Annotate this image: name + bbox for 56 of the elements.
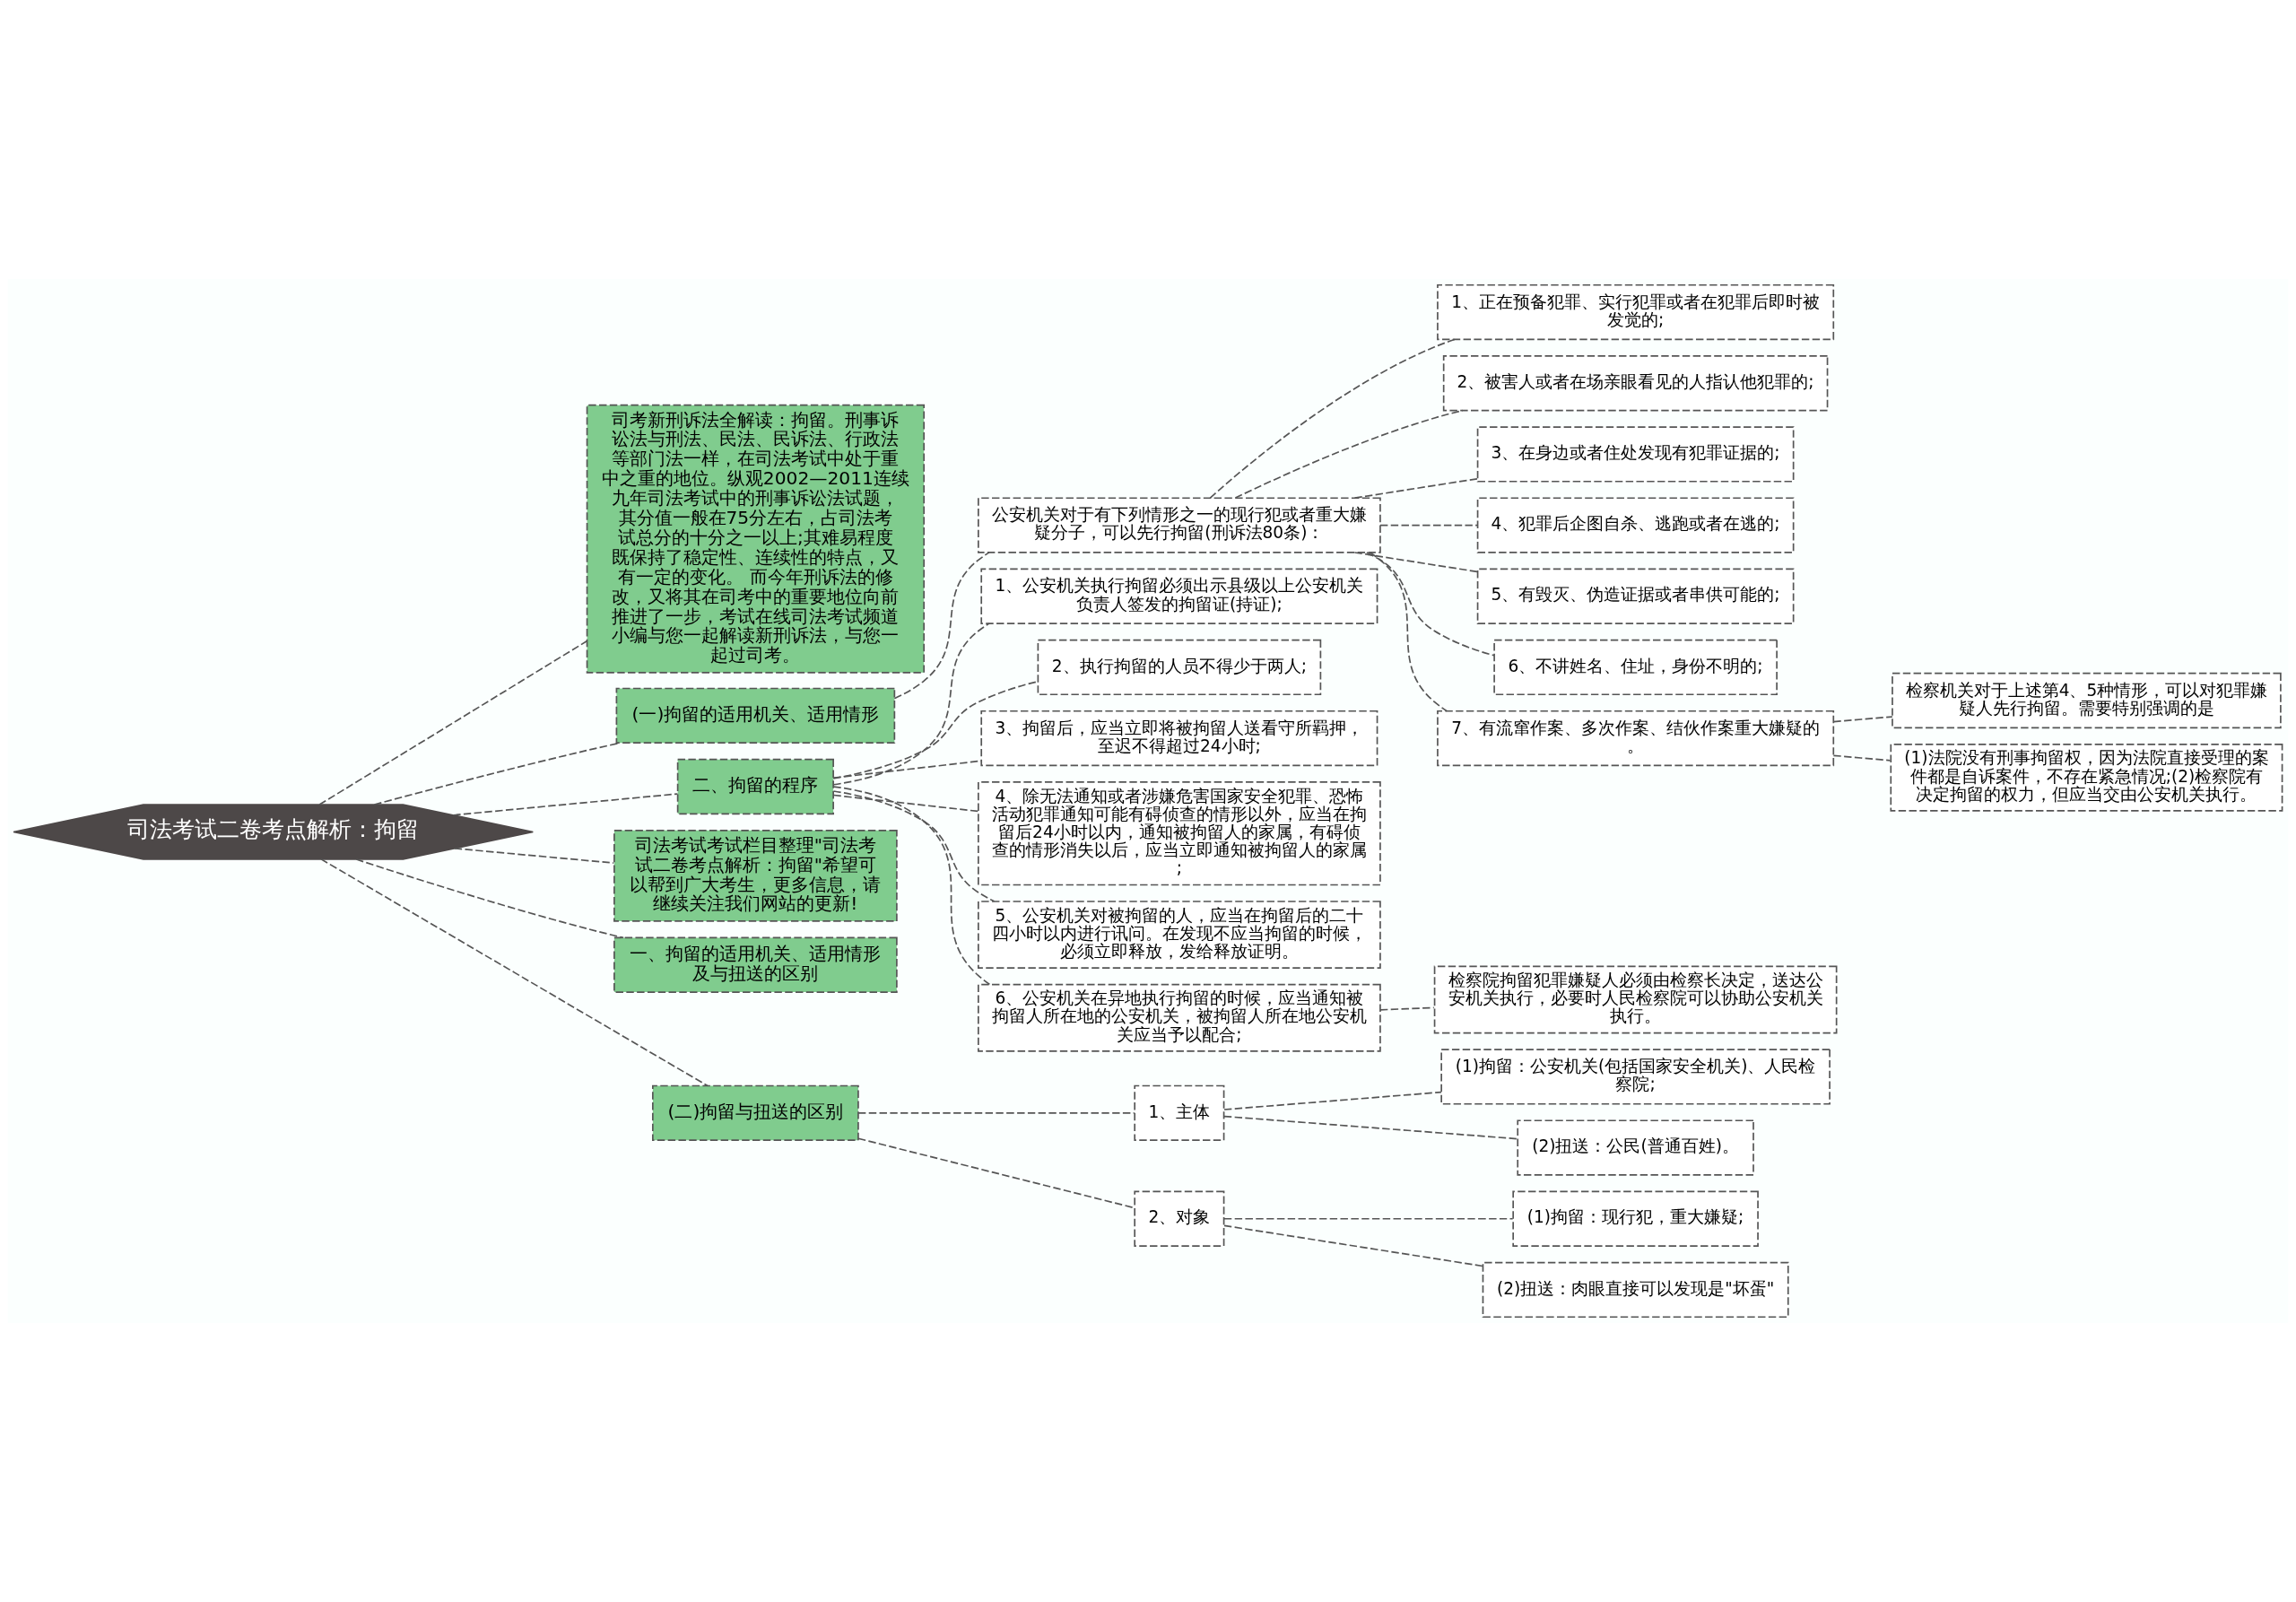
connector — [320, 858, 709, 1087]
connector — [1234, 409, 1464, 499]
node-box: (二)拘留与扭送的区别 — [652, 1084, 859, 1141]
node-box: 公安机关对于有下列情形之一的现行犯或者重大嫌疑分子，可以先行拘留(刑诉法80条)： — [978, 497, 1381, 553]
connector — [318, 640, 588, 805]
node-box: 2、执行拘留的人员不得少于两人; — [1037, 639, 1322, 696]
node-box: 7、有流窜作案、多次作案、结伙作案重大嫌疑的。 — [1437, 710, 1835, 767]
node-box: (1)法院没有刑事拘留权，因为法院直接受理的案件都是自诉案件，不存在紧急情况;(2)检察院有决定拘留的权力，但应当交由公安机关执行。 — [1890, 744, 2283, 812]
node-box: 4、除无法通知或者涉嫌危害国家安全犯罪、恐怖活动犯罪通知可能有碍侦查的情形以外，应当在拘留后24小时以内，通知被拘留人的家属，有碍侦查的情形消失以后，应当立即通知被拘留人的家属; — [978, 781, 1381, 886]
node-box: (1)拘留：现行犯，重大嫌疑; — [1512, 1190, 1759, 1247]
node-box: 一、拘留的适用机关、适用情形及与扭送的区别 — [613, 936, 898, 993]
node-box: 4、犯罪后企图自杀、逃跑或者在逃的; — [1476, 497, 1795, 553]
node-box: 5、有毁灭、伪造证据或者串供可能的; — [1476, 568, 1795, 624]
connector — [1223, 1091, 1442, 1110]
node-box: 2、对象 — [1134, 1190, 1225, 1247]
node-box: 5、公安机关对被拘留的人，应当在拘留后的二十四小时以内进行讯问。在发现不应当拘留的时候，必须立即释放，发给释放证明。 — [978, 901, 1381, 969]
connector — [454, 848, 614, 864]
connector — [1223, 1224, 1483, 1267]
node-box: 检察院拘留犯罪嫌疑人必须由检察长决定，送达公安机关执行，必要时人民检察院可以协助公安机关执行。 — [1433, 965, 1838, 1034]
node-box: 二、拘留的程序 — [676, 758, 834, 815]
connector — [1353, 552, 1479, 573]
node-box: (2)扭送：肉眼直接可以发现是"坏蛋" — [1482, 1261, 1789, 1319]
connector — [832, 760, 982, 779]
node-box: 6、不讲姓名、住址，身份不明的; — [1493, 639, 1778, 696]
node-box: 1、正在预备犯罪、实行犯罪或者在犯罪后即时被发觉的; — [1437, 283, 1835, 341]
connector — [832, 794, 979, 813]
connector — [832, 623, 990, 786]
connector — [355, 858, 624, 939]
node-box: 6、公安机关在异地执行拘留的时候，应当通知被拘留人所在地的公安机关，被拘留人所在地公安机关应当予以配合; — [978, 983, 1381, 1052]
connector — [1223, 1115, 1518, 1140]
node-box: (一)拘留的适用机关、适用情形 — [615, 687, 896, 744]
connector — [452, 793, 679, 816]
node-box: (1)拘留：公安机关(包括国家安全机关)、人民检察院; — [1440, 1049, 1831, 1105]
connector — [893, 552, 990, 700]
connector — [1353, 477, 1479, 500]
node-box: 司考新刑诉法全解读：拘留。刑事诉讼法与刑法、民法、民诉法、行政法等部门法一样，在司法考试中处于重中之重的地位。纵观2002—2011连续九年司法考试中的刑事诉讼法试题，其分值一般在75分左右，占司法考试总分的十分之一以上;其难易程度既保持了稳定性、连续性的特点，又有一定的变化。 而今年刑诉法的修改，又将其在司考中的重要地位向前推进了一步，考试在线司法考试频道小编与您一起解读新刑诉法，与您一起过司考。 — [586, 404, 926, 674]
node-box: (2)扭送：公民(普通百姓)。 — [1517, 1119, 1754, 1176]
connector — [1832, 716, 1893, 723]
connector — [832, 790, 996, 902]
node-box: 3、拘留后，应当立即将被拘留人送看守所羁押，至迟不得超过24小时; — [980, 710, 1378, 767]
connector — [1379, 524, 1479, 527]
connector — [1366, 552, 1495, 657]
connector — [857, 1137, 1135, 1209]
node-box: 检察机关对于上述第4、5种情形，可以对犯罪嫌疑人先行拘留。需要特别强调的是 — [1892, 672, 2282, 729]
connector — [832, 786, 991, 986]
node-box: 1、公安机关执行拘留必须出示县级以上公安机关负责人签发的拘留证(持证); — [980, 568, 1378, 624]
node-box: 1、主体 — [1134, 1084, 1225, 1141]
connector — [1369, 552, 1448, 712]
connector — [857, 1112, 1135, 1114]
connector — [1209, 338, 1456, 499]
connector — [1223, 1217, 1514, 1220]
connector — [1832, 754, 1892, 762]
node-box: 3、在身边或者住处发现有犯罪证据的; — [1476, 426, 1795, 483]
connector — [1379, 1006, 1435, 1011]
node-box: 司法考试考试栏目整理"司法考试二卷考点解析：拘留"希望可以帮到广大考生，更多信息，请继续关注我们网站的更新! — [613, 830, 898, 922]
node-box: 2、被害人或者在场亲眼看见的人指认他犯罪的; — [1442, 355, 1829, 412]
